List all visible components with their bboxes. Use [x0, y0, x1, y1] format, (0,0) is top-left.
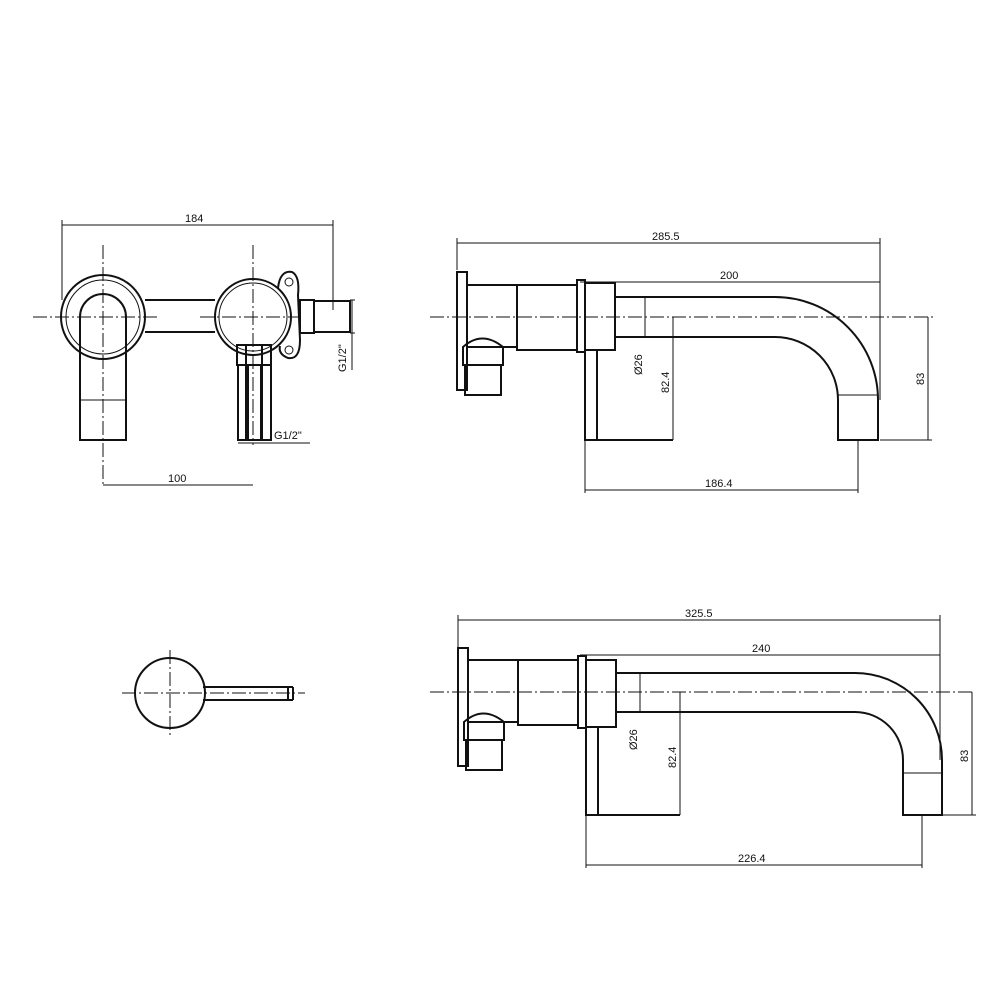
dim-spout-diameter: Ø26 [633, 354, 645, 375]
valve-body-front [200, 245, 351, 445]
dim-spout-diameter: Ø26 [628, 729, 640, 750]
side-view-200: 285.5 200 Ø26 82.4 83 186.4 [430, 231, 935, 493]
handle-top-view [122, 650, 305, 738]
handle-front [60, 274, 146, 441]
front-view: 184 G1/2" G1/ [33, 213, 355, 487]
side-view-240: 325.5 240 Ø26 82.4 83 226.4 [430, 608, 976, 868]
dim-overall-length: 285.5 [652, 231, 680, 243]
dim-overall-length: 325.5 [685, 608, 713, 620]
dim-projection: 186.4 [705, 478, 733, 490]
dim-outlet-thread: G1/2" [337, 344, 349, 372]
dim-centre-distance: 100 [168, 473, 186, 485]
dim-spout-length: 200 [720, 270, 738, 282]
dim-spout-drop: 82.4 [660, 372, 672, 393]
dim-outlet-height: 83 [915, 373, 927, 385]
dim-spout-drop: 82.4 [667, 747, 679, 768]
dim-projection: 226.4 [738, 853, 766, 865]
dim-inlet-thread: G1/2" [274, 430, 302, 442]
dim-overall-width: 184 [185, 213, 203, 225]
dim-spout-length: 240 [752, 643, 770, 655]
dim-outlet-height: 83 [959, 750, 971, 762]
